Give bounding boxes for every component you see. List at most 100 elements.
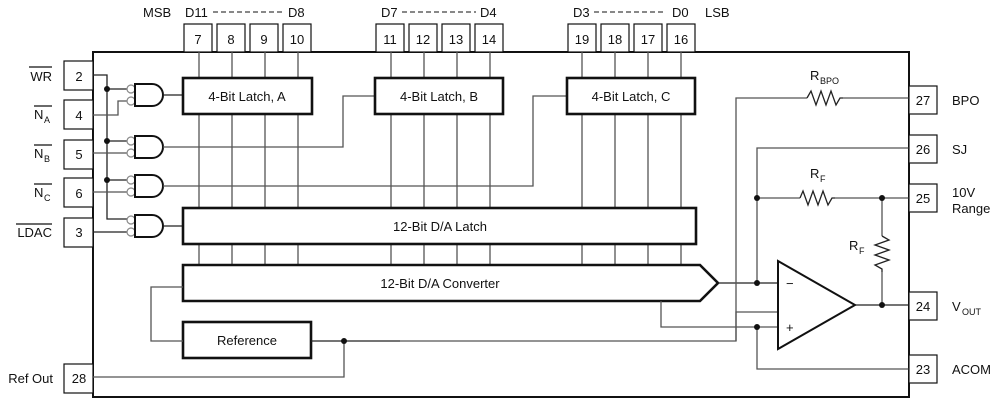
and-gate-ldac	[126, 214, 164, 238]
left-pin-ldac: 3 LDAC	[16, 217, 94, 248]
msb-label: MSB	[143, 5, 171, 20]
latch-a-block	[181, 76, 314, 116]
junction-dot	[754, 324, 760, 330]
resistor-name: R	[810, 166, 819, 181]
resistor-name: R	[849, 238, 858, 253]
pin-box[interactable]	[375, 23, 405, 53]
junction-dot	[754, 280, 760, 286]
pin-label: N	[34, 146, 43, 161]
pin-box[interactable]	[63, 363, 94, 394]
pin-label: N	[34, 107, 43, 122]
pin-number: 5	[75, 147, 82, 162]
pin-number: 18	[608, 32, 622, 47]
junction-dot	[104, 86, 110, 92]
pin-box[interactable]	[183, 23, 213, 53]
pin-box[interactable]	[908, 85, 938, 115]
pin-number: 6	[75, 186, 82, 201]
left-pin-nb: 5 N B	[34, 139, 94, 170]
resistor-sub: BPO	[820, 76, 839, 86]
pin-number: 13	[449, 32, 463, 47]
latch-c-block	[565, 76, 697, 116]
pin-box[interactable]	[908, 291, 938, 321]
resistor-rf-vertical: R F	[849, 235, 891, 272]
pin-box[interactable]	[474, 23, 504, 53]
pin-box[interactable]	[282, 23, 312, 53]
da-latch-block	[181, 206, 698, 246]
pin-box[interactable]	[63, 99, 94, 130]
da-converter-label: 12-Bit D/A Converter	[380, 276, 500, 291]
pin-label-line2: Range	[952, 201, 990, 216]
pin-number: 25	[916, 191, 930, 206]
data-pins-group-b: 11 12 13 14	[375, 23, 504, 53]
pin-box[interactable]	[441, 23, 471, 53]
pin-box[interactable]	[908, 134, 938, 164]
junction-dot	[104, 138, 110, 144]
pin-number: 19	[575, 32, 589, 47]
reference-label: Reference	[217, 333, 277, 348]
resistor-name: R	[810, 68, 819, 83]
pin-number: 17	[641, 32, 655, 47]
pin-number: 16	[674, 32, 688, 47]
right-pin-sj: 26 SJ	[908, 134, 967, 164]
resistor-zigzag	[873, 235, 891, 272]
op-amp-minus: −	[786, 276, 794, 291]
bit-group-c-header: D3 D0 LSB	[573, 5, 730, 20]
lsb-label: LSB	[705, 5, 730, 20]
pin-label: LDAC	[17, 225, 52, 240]
pin-number: 4	[75, 108, 82, 123]
pin-label: Ref Out	[8, 371, 53, 386]
pin-label-sub: OUT	[962, 307, 982, 317]
pin-box[interactable]	[908, 354, 938, 384]
latch-b-label: 4-Bit Latch, B	[400, 89, 478, 104]
right-pin-vout: 24 V OUT	[908, 291, 982, 321]
pin-number: 28	[72, 371, 86, 386]
resistor-sub: F	[820, 174, 826, 184]
pin-box[interactable]	[216, 23, 246, 53]
pin-box[interactable]	[908, 183, 938, 213]
pin-box[interactable]	[666, 23, 696, 53]
pin-number: 11	[383, 32, 397, 47]
pin-number: 24	[916, 299, 930, 314]
left-pin-nc: 6 N C	[34, 177, 94, 208]
pin-label: WR	[30, 69, 52, 84]
da-latch-label: 12-Bit D/A Latch	[393, 219, 487, 234]
op-amp-triangle	[777, 259, 858, 351]
resistor-zigzag	[806, 89, 843, 107]
latch-b-block	[373, 76, 505, 116]
right-pin-bpo: 27 BPO	[908, 85, 979, 115]
pin-box[interactable]	[63, 177, 94, 208]
junction-dot	[754, 195, 760, 201]
gate-output-wires	[163, 94, 567, 227]
pin-box[interactable]	[633, 23, 663, 53]
bit-range-start: D7	[381, 5, 398, 20]
bit-range-end: D8	[288, 5, 305, 20]
pin-box[interactable]	[63, 217, 94, 248]
pin-label: N	[34, 185, 43, 200]
right-pin-acom: 23 ACOM	[908, 354, 991, 384]
pin-box[interactable]	[600, 23, 630, 53]
pin-box[interactable]	[408, 23, 438, 53]
and-gate-a	[126, 83, 164, 107]
pin-number: 12	[416, 32, 430, 47]
bit-range-start: D11	[185, 5, 208, 20]
pin-box[interactable]	[63, 139, 94, 170]
pin-label-sub: C	[44, 193, 51, 203]
junction-dot	[104, 177, 110, 183]
pin-number: 14	[482, 32, 496, 47]
reference-block	[181, 320, 313, 360]
pin-box[interactable]	[63, 60, 94, 91]
left-pin-na: 4 N A	[34, 99, 94, 130]
pin-box[interactable]	[249, 23, 279, 53]
pin-number: 3	[75, 225, 82, 240]
junction-dot	[879, 195, 885, 201]
bit-range-start: D3	[573, 5, 590, 20]
left-pin-ref-out: 28 Ref Out	[8, 363, 94, 394]
pin-label-sub: A	[44, 115, 50, 125]
pin-number: 10	[290, 32, 304, 47]
pin-label: V	[952, 299, 961, 314]
pin-label: BPO	[952, 93, 979, 108]
op-amp: − +	[777, 259, 858, 351]
pin-number: 9	[260, 32, 267, 47]
data-pins-group-a: 7 8 9 10	[183, 23, 312, 53]
